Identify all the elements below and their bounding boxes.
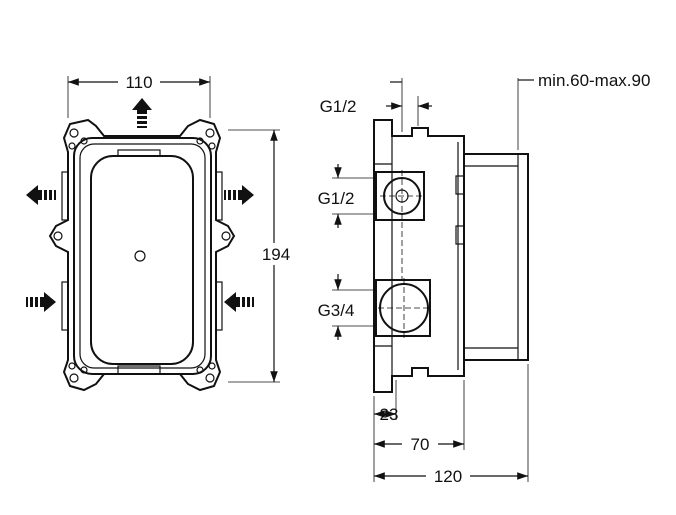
top-port-label: G1/2 xyxy=(320,97,357,116)
height-label: 194 xyxy=(262,245,290,264)
arrow-right-icon xyxy=(26,292,56,312)
side-tab-left-lower xyxy=(61,281,69,331)
side-flange xyxy=(373,119,465,393)
dim-medium-label: 70 xyxy=(411,435,430,454)
top-lug xyxy=(117,149,161,157)
dimension-top-port: G1/2 xyxy=(320,78,432,132)
front-view: 110 194 xyxy=(26,70,294,392)
side-tab-right-upper xyxy=(215,171,223,221)
dimension-width: 110 xyxy=(67,70,211,118)
lower-port xyxy=(375,278,432,340)
side-view: G1/2 G1/2 G3/4 min.60-max.90 xyxy=(318,71,651,486)
mounting-bracket xyxy=(48,118,236,392)
center-hole xyxy=(134,250,146,262)
screw-holes xyxy=(53,128,231,383)
depth-extension xyxy=(463,153,529,361)
dim-total-label: 120 xyxy=(434,467,462,486)
dimension-upper-port: G1/2 xyxy=(318,164,376,228)
depth-range-label: min.60-max.90 xyxy=(538,71,650,90)
box-housing-outer xyxy=(73,137,212,375)
arrow-right-icon xyxy=(224,185,254,205)
arrow-left-icon xyxy=(224,292,254,312)
lower-port-label: G3/4 xyxy=(318,301,355,320)
upper-port xyxy=(375,170,425,222)
side-tab-right-lower xyxy=(215,281,223,331)
dim-small-label: 23 xyxy=(380,405,399,424)
bottom-lug xyxy=(117,365,161,375)
dimension-depth-range: min.60-max.90 xyxy=(517,71,650,150)
dimension-lower-port: G3/4 xyxy=(318,274,376,340)
arrow-left-icon xyxy=(26,185,56,205)
dimension-bottom: 23 70 120 xyxy=(373,364,529,486)
side-tab-left-upper xyxy=(61,171,69,221)
dimension-height: 194 xyxy=(228,129,294,383)
arrow-up-icon xyxy=(132,98,152,128)
box-housing-inner xyxy=(79,143,206,369)
width-label: 110 xyxy=(125,73,152,92)
upper-port-label: G1/2 xyxy=(318,189,355,208)
